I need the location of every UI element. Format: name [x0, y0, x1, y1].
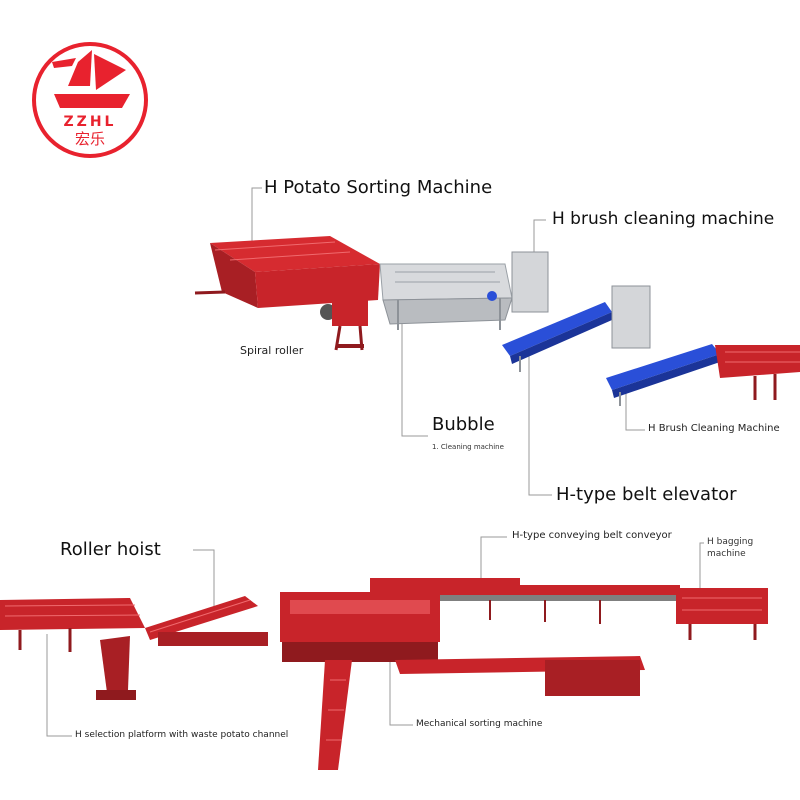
logo-chinese-text: 宏乐	[75, 130, 105, 148]
leader-sorting-machine	[251, 187, 262, 243]
leader-roller-hoist	[193, 549, 215, 606]
leader-mechanical-sorting	[389, 660, 413, 726]
leader-brush-top	[533, 219, 546, 262]
ship-icon	[52, 50, 130, 108]
selection-platform	[0, 598, 145, 700]
label-selection-platform: H selection platform with waste potato c…	[75, 730, 289, 740]
roller-unit-right	[715, 345, 800, 400]
mechanical-sorting-machine	[280, 592, 645, 770]
leader-bagging	[699, 542, 704, 590]
label-bubble-sub: 1. Cleaning machine	[432, 443, 504, 451]
roller-hoist	[145, 596, 268, 646]
leader-bubble	[401, 318, 428, 437]
potato-sorting-machine	[194, 236, 380, 351]
logo-latin-text: ZZHL	[64, 114, 117, 130]
label-sorting-machine: H Potato Sorting Machine	[264, 177, 493, 198]
label-bubble: Bubble	[432, 414, 495, 435]
bubble-cleaning-machine	[379, 263, 513, 330]
label-brush-cleaning-top: H brush cleaning machine	[552, 209, 775, 229]
bagging-machine	[676, 588, 768, 640]
belt-elevator-1	[502, 251, 612, 372]
label-brush-cleaning-right: H Brush Cleaning Machine	[648, 423, 780, 434]
label-bagging-line2: machine	[707, 549, 746, 559]
label-bagging-line1: H bagging	[707, 537, 754, 547]
brush-cleaning-machine-2	[606, 285, 720, 406]
label-mechanical-sorting: Mechanical sorting machine	[416, 719, 543, 729]
label-conveying-belt: H-type conveying belt conveyor	[512, 530, 672, 541]
label-belt-elevator: H-type belt elevator	[556, 484, 737, 505]
label-roller-hoist: Roller hoist	[60, 539, 161, 560]
leader-conveying-belt	[480, 536, 507, 582]
leader-selection-platform	[46, 634, 72, 737]
conveying-belt-conveyor	[370, 578, 680, 624]
zzhl-logo: ZZHL 宏乐	[32, 42, 148, 158]
leader-belt-elevator	[528, 352, 552, 496]
label-spiral-roller: Spiral roller	[240, 344, 304, 357]
leader-brush-right	[625, 392, 645, 431]
leader-lines	[46, 187, 704, 737]
